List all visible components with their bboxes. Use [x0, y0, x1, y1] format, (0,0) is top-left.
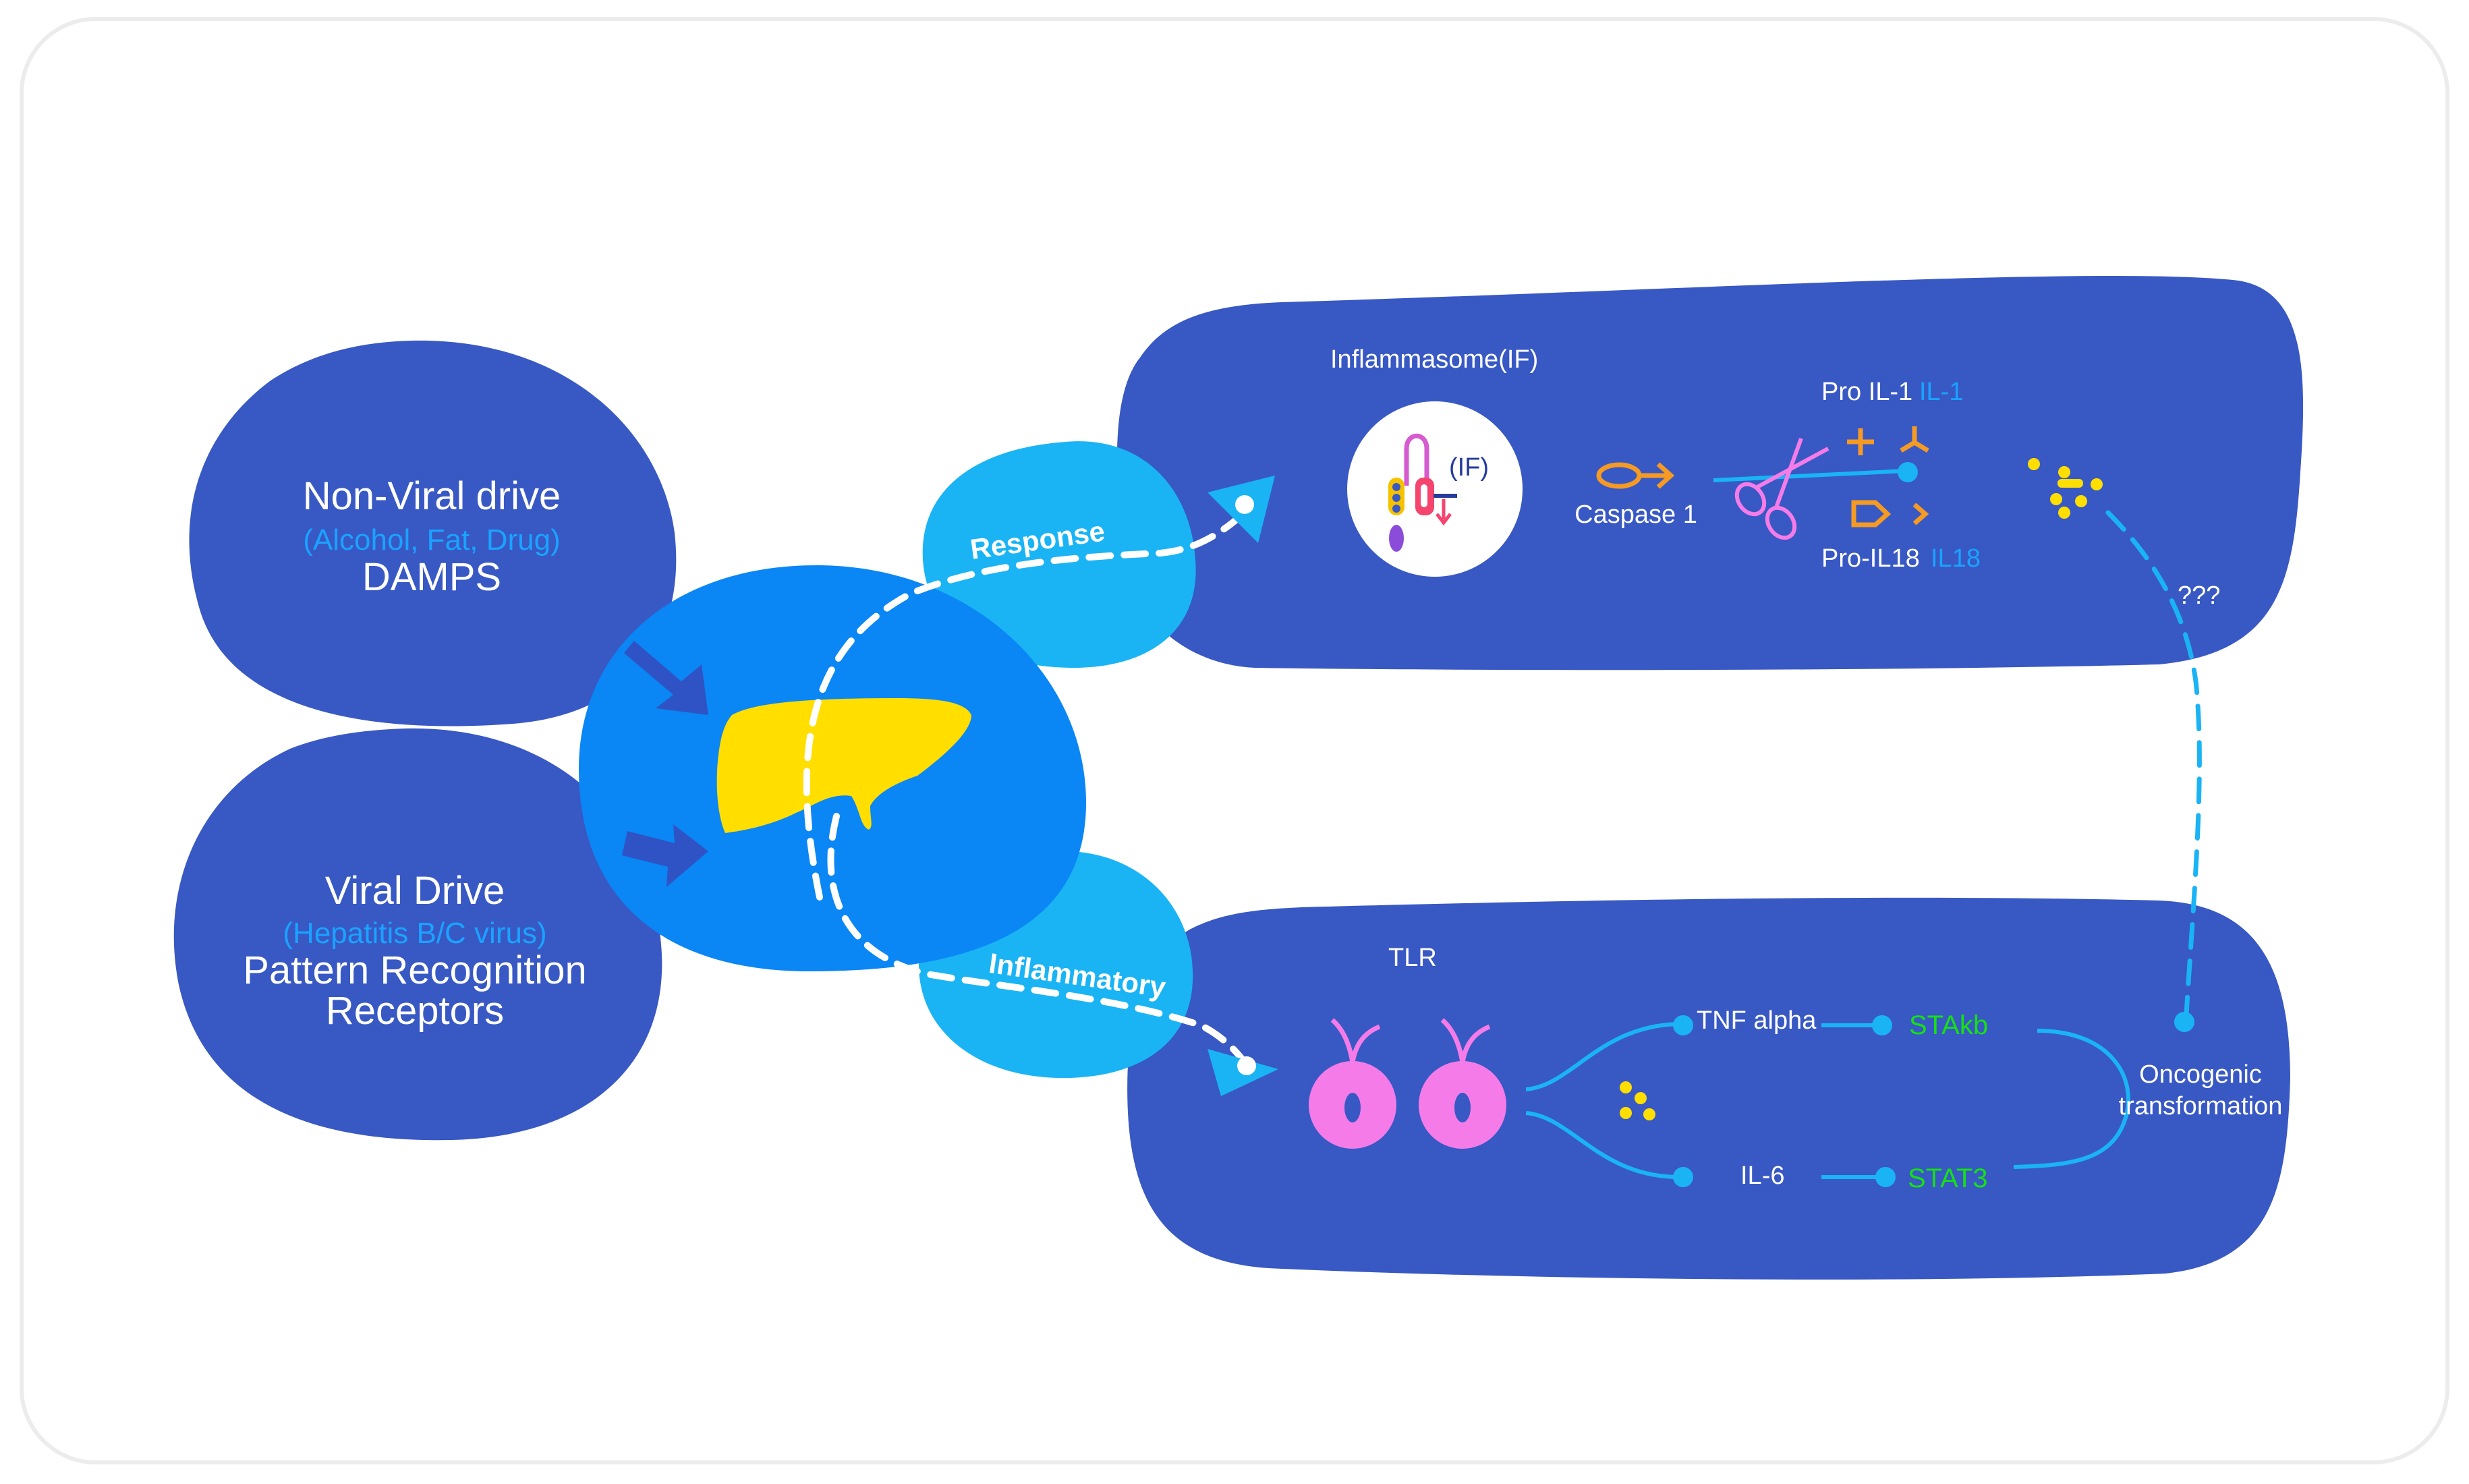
inflammasome-badge	[1347, 401, 1523, 577]
inflammatory-flow-path	[827, 813, 1248, 1066]
cytokine-particles-icon	[2028, 458, 2103, 519]
viral-arrow	[622, 824, 708, 887]
inflammasome-panel	[1116, 276, 2304, 670]
if-badge-label: (IF)	[1449, 453, 1489, 482]
cleavage-line	[1713, 469, 1906, 482]
inflammasome-title: Inflammasome(IF)	[1330, 345, 1538, 374]
tnf-label: TNF alpha	[1697, 1006, 1817, 1035]
il6-node	[1673, 1167, 1693, 1187]
stakb-node	[1872, 1015, 1892, 1035]
non-viral-label: DAMPS	[362, 555, 501, 599]
pro-il1-label: Pro IL-1	[1821, 378, 1912, 406]
cleavage-line-end	[1898, 462, 1918, 482]
scissors-icon	[1734, 437, 1829, 540]
stat3-label: STAT3	[1908, 1164, 1988, 1193]
viral-label-line1: Pattern Recognition	[243, 948, 586, 992]
non-viral-subtitle: (Alcohol, Fat, Drug)	[303, 523, 560, 556]
viral-label-line2: Receptors	[326, 989, 504, 1033]
caspase-icon	[1596, 462, 1675, 489]
viral-node	[173, 728, 662, 1141]
il1-y-icon	[1900, 426, 1929, 453]
tlr-receptor-icon-2	[1419, 1018, 1506, 1149]
viral-title: Viral Drive	[325, 869, 505, 913]
stat-convergence-arc	[2013, 1029, 2130, 1169]
tlr-panel	[1127, 897, 2290, 1280]
unknown-link-path	[2105, 510, 2202, 1028]
inflammatory-arrow-dot	[1237, 1056, 1256, 1075]
il1-plus-icon	[1847, 428, 1874, 455]
response-node	[922, 441, 1196, 668]
non-viral-arrow	[624, 641, 708, 715]
response-flow-path	[803, 509, 1248, 901]
response-arrow-dot	[1235, 495, 1254, 514]
stakb-label: STAkb	[1909, 1010, 1988, 1040]
non-viral-title: Non-Viral drive	[303, 474, 561, 518]
caspase-label: Caspase 1	[1574, 501, 1697, 529]
il18-d-icon	[1851, 500, 1892, 527]
il6-label: IL-6	[1740, 1162, 1784, 1190]
il6-branch-path	[1525, 1111, 1680, 1179]
oncogenic-node	[2174, 1012, 2194, 1032]
tnf-branch-path	[1525, 1022, 1680, 1091]
tlr-cytokine-particles-icon	[1620, 1081, 1655, 1120]
inflammasome-complex-icon	[1388, 433, 1457, 552]
viral-subtitle: (Hepatitis B/C virus)	[283, 917, 546, 950]
il18-label: IL18	[1931, 544, 1981, 573]
stat3-node	[1875, 1167, 1896, 1187]
oncogenic-label-line1: Oncogenic	[2139, 1060, 2262, 1089]
tlr-title: TLR	[1388, 944, 1437, 972]
oncogenic-label-line2: transformation	[2119, 1092, 2283, 1120]
il18-chevron-icon	[1912, 503, 1929, 525]
tlr-receptor-icon-1	[1309, 1018, 1396, 1149]
unknown-link-label: ???	[2178, 581, 2220, 610]
non-viral-node	[189, 340, 677, 726]
il1-label: IL-1	[1919, 378, 1963, 406]
tnf-node	[1673, 1015, 1693, 1035]
pro-il18-label: Pro-IL18	[1821, 544, 1920, 573]
liver-icon	[716, 698, 971, 833]
